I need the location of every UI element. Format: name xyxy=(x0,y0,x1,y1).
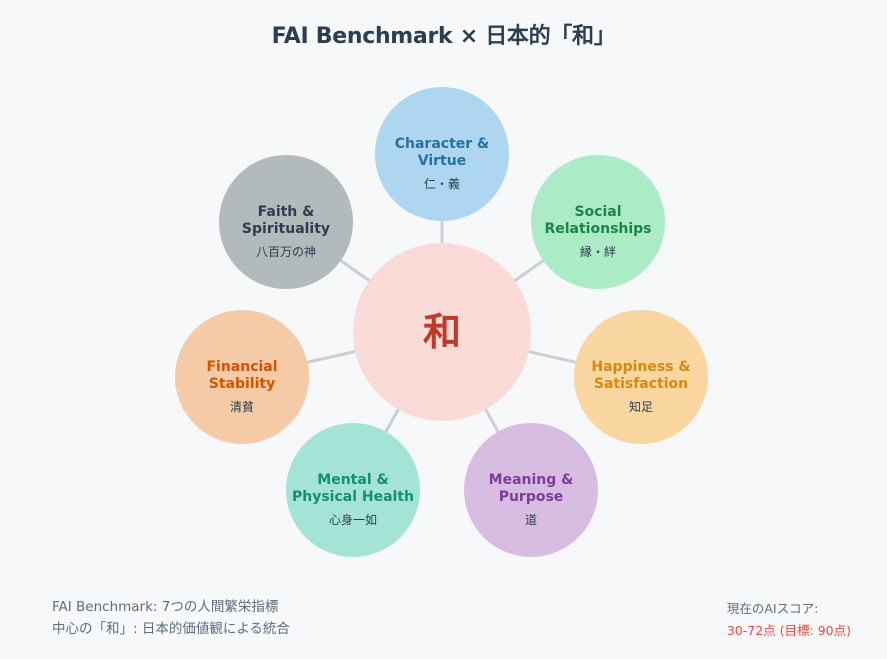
score-panel: 現在のAIスコア: 30-72点 (目標: 90点) xyxy=(727,598,851,642)
node-sub-faith: 八百万の神 xyxy=(256,245,316,259)
score-label: 現在のAIスコア: xyxy=(726,601,819,616)
node-title-social-1: Social xyxy=(574,204,621,220)
node-sub-financial: 清貧 xyxy=(230,400,254,414)
node-title-mental-2: Physical Health xyxy=(292,489,414,505)
connectors xyxy=(305,219,578,435)
connector-faith xyxy=(338,258,372,284)
footer-line-2: 中心の「和」: 日本的価値観による統合 xyxy=(52,621,290,637)
node-sub-meaning: 道 xyxy=(525,513,537,527)
node-faith: Faith &Spirituality 八百万の神 xyxy=(219,155,353,289)
connector-happiness xyxy=(526,349,578,365)
node-mental: Mental &Physical Health 心身一如 xyxy=(286,423,420,557)
node-title-social-2: Relationships xyxy=(544,221,651,237)
center-node: 和 xyxy=(353,243,531,421)
node-title-character-1: Character & xyxy=(395,136,490,152)
footer-notes: FAI Benchmark: 7つの人間繁栄指標 中心の「和」: 日本的価値観に… xyxy=(52,596,290,640)
connector-mental xyxy=(383,407,401,435)
node-sub-social: 縁・絆 xyxy=(580,244,616,259)
node-circle-faith xyxy=(219,155,353,289)
node-circle-social xyxy=(531,155,665,289)
node-title-meaning-1: Meaning & xyxy=(489,472,574,488)
page-title: FAI Benchmark × 日本的「和」 xyxy=(271,24,616,49)
node-title-financial-2: Stability xyxy=(209,376,275,392)
node-title-faith-1: Faith & xyxy=(258,204,315,220)
node-title-faith-2: Spirituality xyxy=(242,221,330,237)
connector-financial xyxy=(305,349,358,365)
node-title-meaning-2: Purpose xyxy=(499,489,564,505)
score-value: 30-72点 (目標: 90点) xyxy=(726,623,851,638)
connector-social xyxy=(512,258,546,284)
node-title-financial-1: Financial xyxy=(206,359,277,375)
node-circle-mental xyxy=(286,423,420,557)
node-title-mental-1: Mental & xyxy=(317,472,388,488)
center-circle xyxy=(353,243,531,421)
node-sub-happiness: 知足 xyxy=(629,400,653,414)
node-meaning: Meaning &Purpose 道 xyxy=(464,423,598,557)
footer-line-1: FAI Benchmark: 7つの人間繁栄指標 xyxy=(52,599,279,615)
node-title-happiness-1: Happiness & xyxy=(591,359,690,375)
node-circle-financial xyxy=(175,310,309,444)
node-character: Character &Virtue 仁・義 xyxy=(375,87,509,221)
node-happiness: Happiness &Satisfaction 知足 xyxy=(574,310,708,444)
node-sub-character: 仁・義 xyxy=(424,176,460,191)
connector-meaning xyxy=(483,407,501,435)
center-label: 和 xyxy=(423,310,461,354)
node-sub-mental: 心身一如 xyxy=(329,512,377,527)
node-title-happiness-2: Satisfaction xyxy=(594,376,688,392)
node-circle-happiness xyxy=(574,310,708,444)
node-circle-character xyxy=(375,87,509,221)
node-title-character-2: Virtue xyxy=(418,153,466,169)
node-circle-meaning xyxy=(464,423,598,557)
